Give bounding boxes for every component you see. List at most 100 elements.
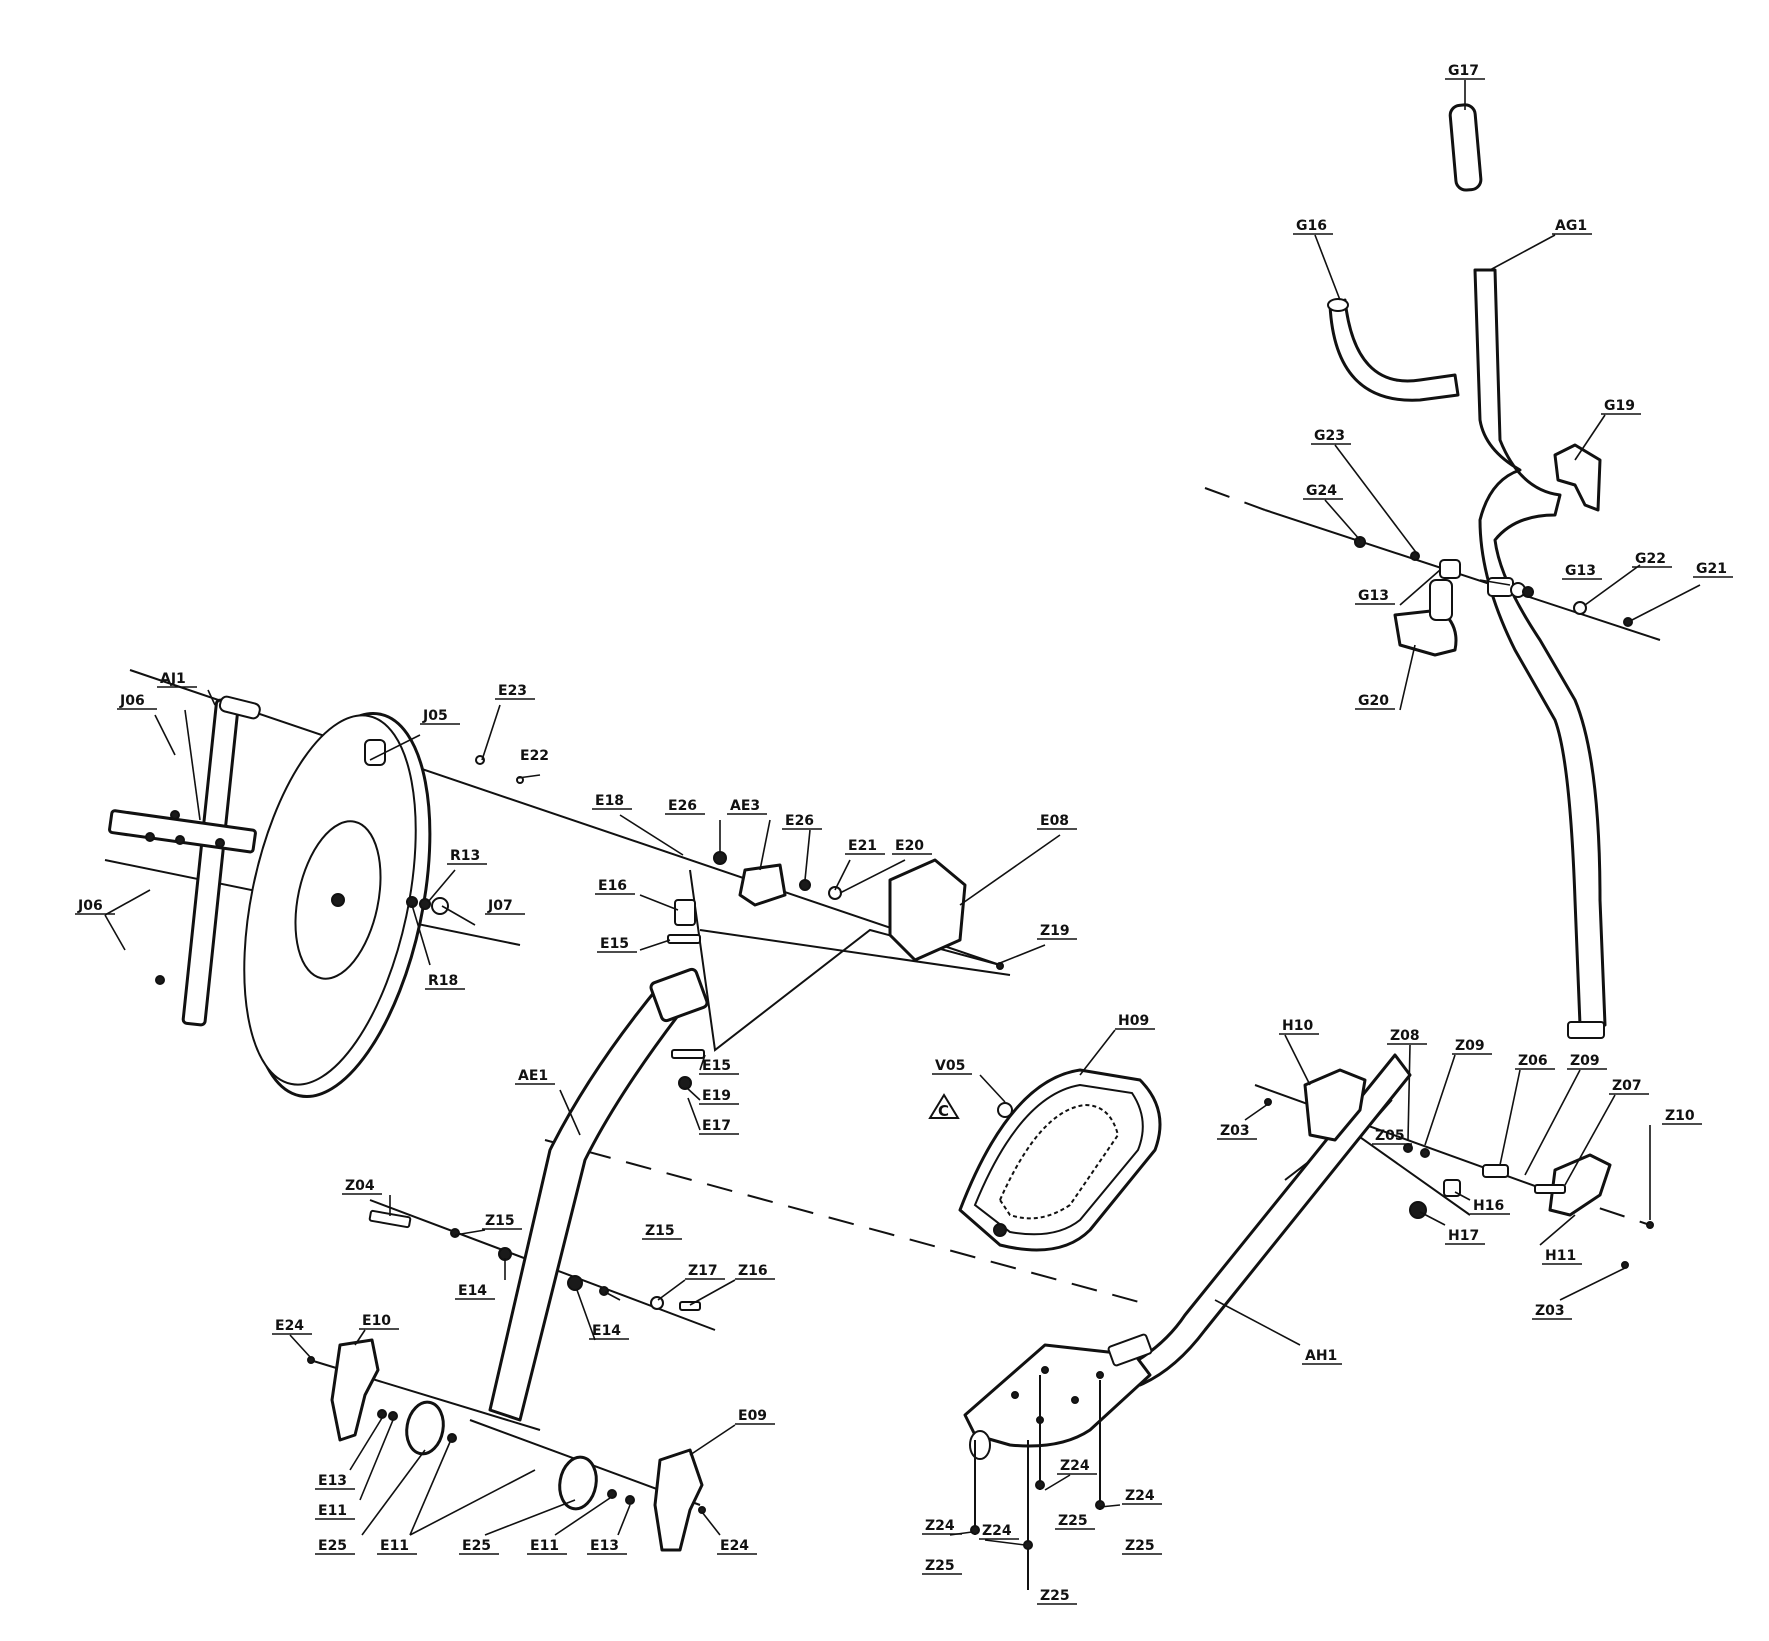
warning-badge-letter: C xyxy=(938,1102,949,1120)
label-z03-left: Z03 xyxy=(1220,1123,1250,1139)
wheel-e25-left xyxy=(405,1400,445,1456)
flywheel-hub xyxy=(364,739,386,766)
label-e13-right: E13 xyxy=(590,1538,619,1554)
label-z24-a: Z24 xyxy=(1060,1458,1090,1474)
label-g23: G23 xyxy=(1314,428,1345,444)
label-e15-top: E15 xyxy=(600,936,629,952)
label-r18: R18 xyxy=(428,973,458,989)
label-e10: E10 xyxy=(362,1313,391,1329)
cover-e10 xyxy=(330,1338,380,1442)
label-e25-left: E25 xyxy=(318,1538,347,1554)
cover-e09 xyxy=(653,1448,704,1552)
cover-e08 xyxy=(888,858,967,962)
label-z15-left: Z15 xyxy=(485,1213,515,1229)
label-z10: Z10 xyxy=(1665,1108,1695,1124)
label-z05: Z05 xyxy=(1375,1128,1405,1144)
label-z17: Z17 xyxy=(688,1263,718,1279)
connecting-arm-assembly xyxy=(307,851,1004,1552)
nut-h17 xyxy=(1409,1201,1427,1219)
label-z16: Z16 xyxy=(738,1263,768,1279)
label-g13-right: G13 xyxy=(1565,563,1596,579)
label-e24-right: E24 xyxy=(720,1538,749,1554)
label-ag1: AG1 xyxy=(1555,218,1587,234)
bracket-ae3 xyxy=(738,863,787,907)
label-ae3: AE3 xyxy=(730,798,760,814)
label-z06: Z06 xyxy=(1518,1053,1548,1069)
sensor-v05 xyxy=(997,1102,1013,1118)
label-g24: G24 xyxy=(1306,483,1337,499)
label-z24-b: Z24 xyxy=(1125,1488,1155,1504)
label-v05: V05 xyxy=(935,1058,965,1074)
label-e14-right: E14 xyxy=(592,1323,621,1339)
label-e11-mid: E11 xyxy=(380,1538,409,1554)
label-e21: E21 xyxy=(848,838,877,854)
warning-triangle xyxy=(928,1093,960,1119)
pedal-plate xyxy=(963,1343,1152,1448)
label-z25-d: Z25 xyxy=(1040,1588,1070,1604)
label-h09: H09 xyxy=(1118,1013,1149,1029)
label-z24-d: Z24 xyxy=(982,1523,1012,1539)
label-z24-c: Z24 xyxy=(925,1518,955,1534)
label-aj1: AJ1 xyxy=(160,671,186,687)
bushing-e16 xyxy=(674,899,696,926)
label-e18: E18 xyxy=(595,793,624,809)
handlebar-assembly xyxy=(1327,103,1633,1039)
label-e11-right: E11 xyxy=(530,1538,559,1554)
label-e08: E08 xyxy=(1040,813,1069,829)
label-j06-top: J06 xyxy=(119,693,145,709)
handlebar-ag1 xyxy=(1473,268,1607,1027)
label-e26-right: E26 xyxy=(785,813,814,829)
label-e15-bottom: E15 xyxy=(702,1058,731,1074)
label-e19: E19 xyxy=(702,1088,731,1104)
label-h11: H11 xyxy=(1545,1248,1576,1264)
label-e24-left: E24 xyxy=(275,1318,304,1334)
label-e26-left: E26 xyxy=(668,798,697,814)
cover-h11 xyxy=(1548,1153,1612,1217)
label-z04: Z04 xyxy=(345,1178,375,1194)
label-g22: G22 xyxy=(1635,551,1666,567)
wheel-e25-right xyxy=(558,1455,598,1511)
label-e23: E23 xyxy=(498,683,527,699)
label-g17: G17 xyxy=(1448,63,1479,79)
label-e09: E09 xyxy=(738,1408,767,1424)
label-e11-left: E11 xyxy=(318,1503,347,1519)
arm-g16 xyxy=(1328,298,1460,402)
label-z15-right: Z15 xyxy=(645,1223,675,1239)
label-g16: G16 xyxy=(1296,218,1327,234)
bracket-g19 xyxy=(1553,443,1602,512)
flywheel-assembly xyxy=(108,695,524,1098)
label-e25-right: E25 xyxy=(462,1538,491,1554)
pedal-assembly xyxy=(928,1068,1162,1252)
label-z19: Z19 xyxy=(1040,923,1070,939)
label-h10: H10 xyxy=(1282,1018,1313,1034)
label-z03-right: Z03 xyxy=(1535,1303,1565,1319)
label-e17: E17 xyxy=(702,1118,731,1134)
label-g21: G21 xyxy=(1696,561,1727,577)
label-z25-a: Z25 xyxy=(1058,1513,1088,1529)
label-e13-left: E13 xyxy=(318,1473,347,1489)
label-e22: E22 xyxy=(520,748,549,764)
bolt-z04 xyxy=(368,1209,412,1229)
frame-post-aj1 xyxy=(181,698,240,1027)
label-z09-left: Z09 xyxy=(1455,1038,1485,1054)
label-z25-b: Z25 xyxy=(1125,1538,1155,1554)
label-g13-left: G13 xyxy=(1358,588,1389,604)
label-g20: G20 xyxy=(1358,693,1389,709)
label-e16: E16 xyxy=(598,878,627,894)
label-j07: J07 xyxy=(487,898,513,914)
label-z08: Z08 xyxy=(1390,1028,1420,1044)
label-r13: R13 xyxy=(450,848,480,864)
leader-lines xyxy=(104,80,1701,1546)
part-labels: G17 G16 AG1 G19 G23 G24 G13 G13 G22 G21 … xyxy=(75,63,1733,1605)
cover-h10 xyxy=(1303,1068,1367,1142)
label-z25-c: Z25 xyxy=(925,1558,955,1574)
label-h16: H16 xyxy=(1473,1198,1504,1214)
label-j06-bottom: J06 xyxy=(77,898,103,914)
label-z09-right: Z09 xyxy=(1570,1053,1600,1069)
grip-g17 xyxy=(1448,103,1483,192)
label-e20: E20 xyxy=(895,838,924,854)
arm-ae1 xyxy=(488,983,692,1422)
label-ah1: AH1 xyxy=(1305,1348,1337,1364)
label-g19: G19 xyxy=(1604,398,1635,414)
